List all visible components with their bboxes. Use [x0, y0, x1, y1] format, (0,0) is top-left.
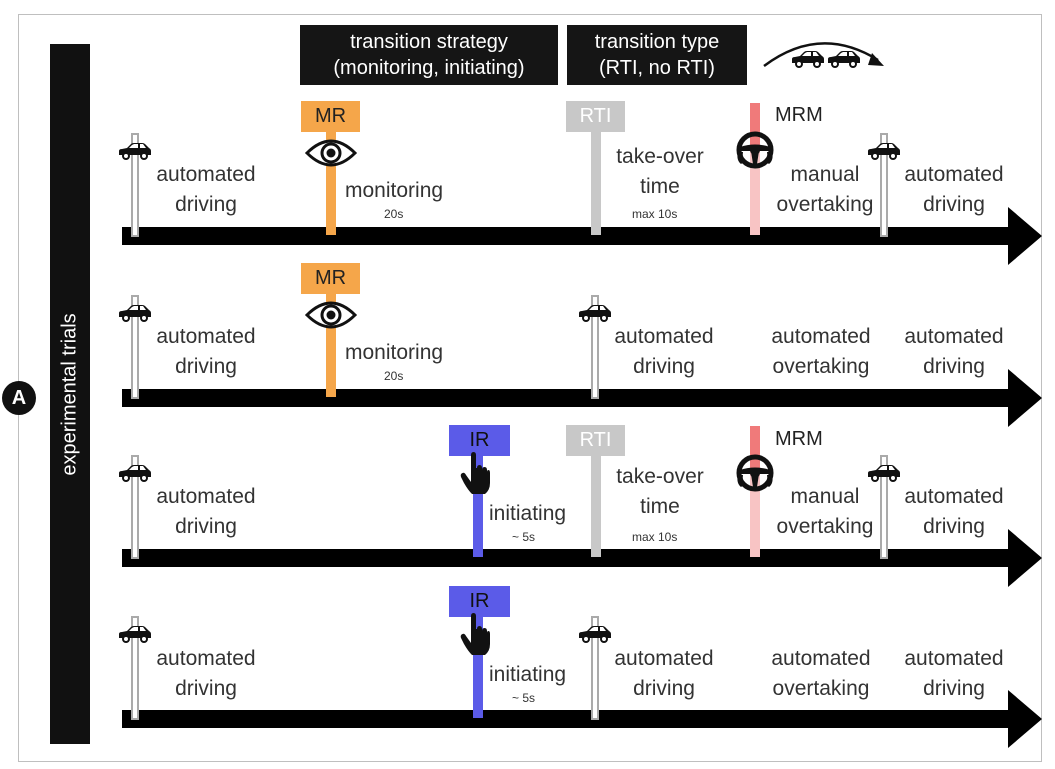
mrm-tag-1: MRM [775, 104, 823, 126]
side-label: experimental trials [58, 312, 81, 476]
monitoring-duration-1: 20s [384, 207, 404, 221]
mr-tag-2: MR [301, 263, 360, 294]
ir-post-4 [473, 617, 483, 718]
pointing-hand-icon [460, 452, 490, 494]
car-icon [119, 465, 151, 482]
car-icon [868, 465, 900, 482]
timeline-arrow-1 [122, 207, 1042, 265]
header-type-line1: transition type [594, 31, 720, 53]
rti-tag-3: RTI [566, 425, 625, 456]
mrm-post-top-1 [750, 103, 760, 149]
car-icon [579, 305, 611, 322]
monitoring-label-2: monitoring [345, 341, 444, 364]
takeover-duration-1: max 10s [632, 207, 678, 221]
car-icon [119, 143, 151, 160]
mid-post-2 [591, 295, 599, 399]
rti-post-3 [591, 456, 601, 557]
eye-icon [305, 301, 357, 329]
ir-tag-3: IR [449, 425, 510, 456]
mr-post-1 [326, 132, 336, 235]
rti-post-1 [591, 132, 601, 235]
mr-post-2 [326, 294, 336, 397]
ir-tag-4: IR [449, 586, 510, 617]
mrm-tag-3: MRM [775, 428, 823, 450]
mid-post-4 [591, 616, 599, 720]
initiating-duration-4: ~ 5s [512, 691, 536, 705]
rti-tag-1: RTI [566, 101, 625, 132]
timeline-arrow-3 [122, 529, 1042, 587]
mr-tag-1: MR [301, 101, 360, 132]
initiating-duration-3: ~ 5s [512, 530, 536, 544]
eye-icon [305, 139, 357, 167]
car-icon [119, 626, 151, 643]
header-strategy-line1: transition strategy [350, 31, 508, 53]
ir-post-3 [473, 456, 483, 557]
overtaking-cars-icon [763, 42, 884, 68]
mrm-post-bottom-1 [750, 149, 760, 235]
monitoring-duration-2: 20s [384, 369, 404, 383]
steering-wheel-icon [735, 453, 775, 493]
mrm-post-bottom-3 [750, 472, 760, 557]
start-post-1 [131, 133, 139, 237]
header-strategy: transition strategy (monitoring, initiat… [300, 25, 558, 85]
pointing-hand-icon [460, 613, 490, 655]
mrm-post-top-3 [750, 426, 760, 472]
timeline-arrow-2 [122, 369, 1042, 427]
header-type: transition type (RTI, no RTI) [567, 25, 747, 85]
header-type-line2: (RTI, no RTI) [599, 57, 715, 79]
side-bar [50, 44, 90, 744]
timeline-arrow-4 [122, 690, 1042, 748]
panel-badge: A [2, 381, 36, 415]
start-post-2 [131, 295, 139, 399]
car-icon [868, 143, 900, 160]
car-icon [579, 626, 611, 643]
monitoring-label-1: monitoring [345, 179, 444, 202]
steering-wheel-icon [735, 130, 775, 170]
start-post-4 [131, 616, 139, 720]
start-post-3 [131, 455, 139, 559]
header-strategy-line2: (monitoring, initiating) [333, 57, 525, 79]
initiating-label-4: initiating [489, 663, 567, 686]
end-post-1 [880, 133, 888, 237]
initiating-label-3: initiating [489, 502, 567, 525]
takeover-duration-3: max 10s [632, 530, 678, 544]
end-post-3 [880, 455, 888, 559]
car-icon [119, 305, 151, 322]
side-label-box: experimental trials [50, 44, 90, 744]
